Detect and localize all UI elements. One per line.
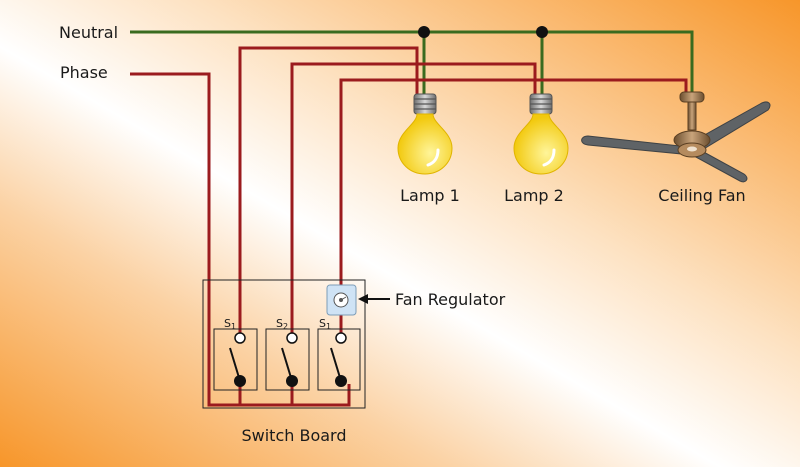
arrow-head-icon: [358, 294, 368, 304]
lamp1-switched-wire: [238, 46, 419, 334]
lamp-bulb-icon: [397, 93, 453, 175]
lamp-2-label: Lamp 2: [504, 186, 564, 205]
lamp-2: Lamp 2: [504, 93, 569, 205]
junction-dot: [536, 26, 548, 38]
fan-regulator-label: Fan Regulator: [395, 290, 506, 309]
switch-board: Fan Regulator S1 S2 S1 Switch Board: [202, 279, 506, 445]
phase-main-wire: [130, 72, 351, 407]
ceiling-fan-icon: [581, 91, 771, 183]
phase-wires: [130, 46, 688, 407]
phase-label: Phase: [60, 63, 108, 82]
junction-dot: [418, 26, 430, 38]
ceiling-fan-label: Ceiling Fan: [658, 186, 745, 205]
switch-board-label: Switch Board: [241, 426, 346, 445]
neutral-label: Neutral: [59, 23, 118, 42]
switch-3: S1: [317, 317, 361, 391]
fan-switched-wire: [339, 78, 688, 292]
lamp-1: Lamp 1: [397, 93, 460, 205]
lamp-bulb-icon: [513, 93, 569, 175]
neutral-main-wire: [130, 30, 694, 94]
switch-1: S1: [213, 317, 258, 391]
lamp-1-label: Lamp 1: [400, 186, 460, 205]
fan-regulator-icon: [326, 284, 357, 316]
ceiling-fan: Ceiling Fan: [581, 91, 771, 205]
switch-board-frame: [202, 279, 366, 409]
switch-2: S2: [265, 317, 310, 391]
switch-1-label: S1: [224, 317, 236, 331]
switch-3-label: S1: [319, 317, 331, 331]
switch-2-label: S2: [276, 317, 288, 331]
